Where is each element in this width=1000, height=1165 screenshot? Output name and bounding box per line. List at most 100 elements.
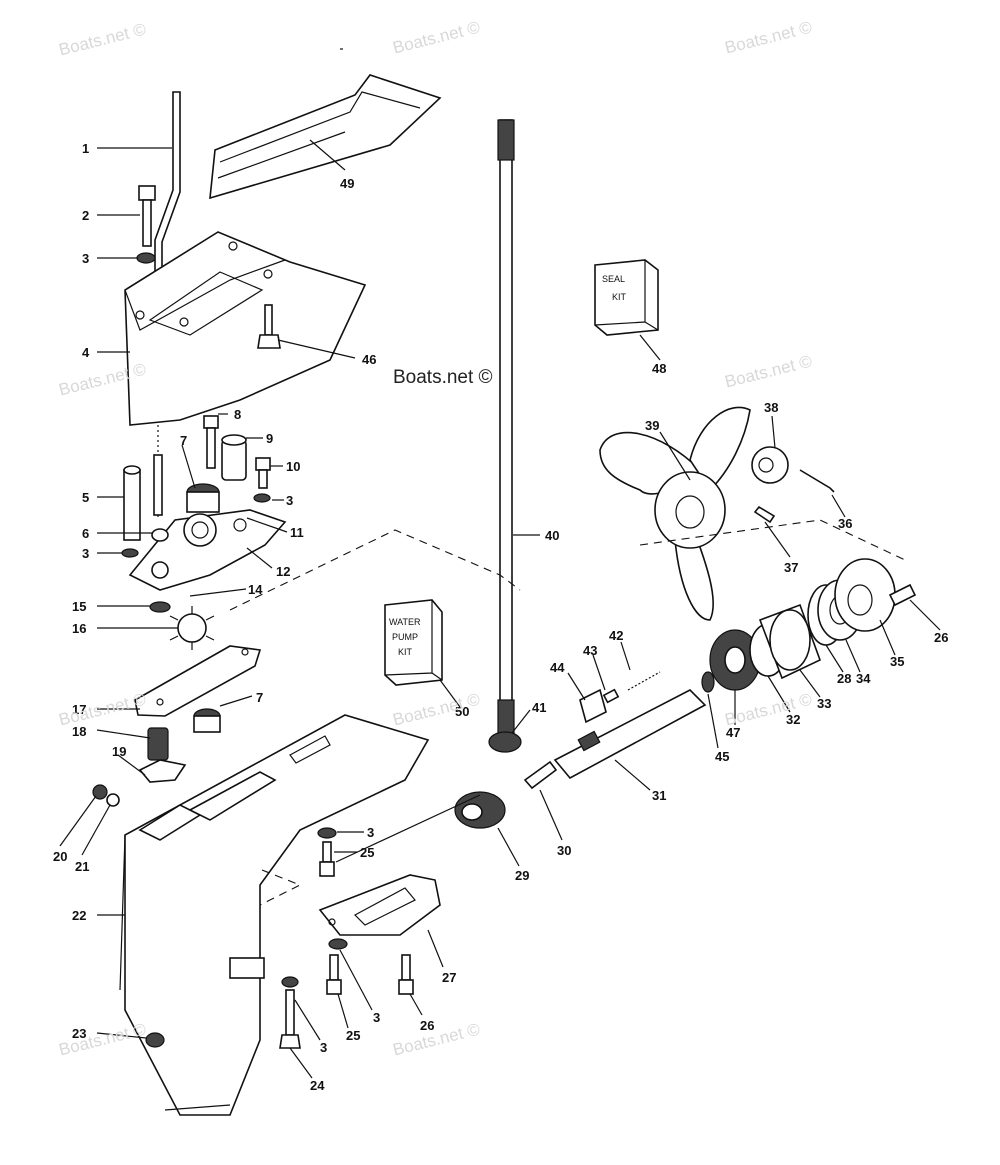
callout-14: 14: [248, 582, 263, 597]
assembly-line-b: [639, 519, 906, 561]
callout-7a: 7: [180, 433, 187, 448]
callout-3c: 3: [82, 546, 89, 561]
callout-7b: 7: [256, 690, 263, 705]
callout-15: 15: [72, 599, 86, 614]
impeller-16: [169, 606, 215, 650]
callout-43: 43: [583, 643, 597, 658]
callout-22: 22: [72, 908, 86, 923]
bolt-8: [203, 415, 219, 469]
drive-shaft-40: [497, 119, 515, 736]
washer-15: [149, 601, 171, 613]
callout-1: 1: [82, 141, 89, 156]
seal-kit-label-2: KIT: [612, 292, 627, 302]
bolt-25a: [319, 841, 335, 877]
callout-5: 5: [82, 490, 89, 505]
prop-nut-38: [751, 446, 789, 484]
pin-30: [523, 760, 558, 790]
callout-38: 38: [764, 400, 778, 415]
callout-3a: 3: [82, 251, 89, 266]
callout-41: 41: [532, 700, 546, 715]
decal-49: [209, 74, 442, 200]
bolt-24: [279, 989, 301, 1049]
gear-housing-22: [119, 714, 430, 1116]
callout-34: 34: [856, 671, 871, 686]
bolt-10: [255, 457, 271, 489]
pump-base-12: [128, 509, 287, 591]
callout-35: 35: [890, 654, 904, 669]
spring-42: [627, 671, 661, 691]
assembly-line-a: [229, 529, 521, 611]
seal-kit-label-1: SEAL: [602, 274, 625, 284]
pin-43: [602, 688, 620, 704]
callout-27: 27: [442, 970, 456, 985]
callout-31: 31: [652, 788, 666, 803]
callout-2: 2: [82, 208, 89, 223]
driveshaft-housing-4: [124, 231, 367, 426]
callout-25b: 25: [346, 1028, 360, 1043]
callout-24: 24: [310, 1078, 325, 1093]
callout-21: 21: [75, 859, 89, 874]
pump-kit-label-2: PUMP: [392, 632, 418, 642]
bolt-2: [138, 185, 156, 247]
washer-21: [106, 793, 120, 807]
callout-16: 16: [72, 621, 86, 636]
callout-40: 40: [545, 528, 559, 543]
nut-20: [92, 784, 108, 800]
callout-37: 37: [784, 560, 798, 575]
carrier-33: [758, 603, 822, 680]
callout-29: 29: [515, 868, 529, 883]
callout-44: 44: [550, 660, 565, 675]
trim-tab-27: [318, 874, 441, 936]
water-pump-kit-50: WATER PUMP KIT: [384, 599, 443, 686]
bolt-26a: [398, 954, 414, 995]
gear-47: [709, 629, 761, 691]
callout-12: 12: [276, 564, 290, 579]
callout-36: 36: [838, 516, 852, 531]
callout-39: 39: [645, 418, 659, 433]
callout-25a: 25: [360, 845, 374, 860]
callout-33: 33: [817, 696, 831, 711]
callout-28: 28: [837, 671, 851, 686]
insert-18: [147, 727, 169, 761]
washer-3a: [136, 252, 156, 264]
callout-50: 50: [455, 704, 469, 719]
washer-3c: [121, 548, 139, 558]
callout-46: 46: [362, 352, 376, 367]
callout-48: 48: [652, 361, 666, 376]
washer-3b: [253, 493, 271, 503]
callout-4: 4: [82, 345, 90, 360]
gasket-17: [134, 645, 262, 717]
washer-6: [151, 528, 169, 542]
clutch-44: [579, 688, 607, 724]
assembly-line-c: [259, 869, 302, 906]
pin-37: [753, 505, 776, 524]
sleeve-9: [221, 434, 247, 481]
seal-19: [138, 759, 187, 783]
callout-11: 11: [290, 525, 304, 540]
callout-26b: 26: [934, 630, 948, 645]
callout-9: 9: [266, 431, 273, 446]
callout-17: 17: [72, 702, 86, 717]
leader-lines: [59, 48, 941, 1079]
callout-47: 47: [726, 725, 740, 740]
callout-3b: 3: [286, 493, 293, 508]
callout-26a: 26: [420, 1018, 434, 1033]
bearing-7b: [193, 708, 221, 733]
watermark-center: Boats.net ©: [393, 367, 493, 388]
washer-3d: [281, 976, 299, 988]
bolt-26b: [888, 583, 917, 607]
pinion-gear-29: [454, 791, 506, 829]
washer-3f: [328, 938, 348, 950]
seal-kit-48: SEAL KIT: [594, 259, 659, 336]
washer-3e: [317, 827, 337, 839]
callout-23: 23: [72, 1026, 86, 1041]
callout-3d: 3: [320, 1040, 327, 1055]
bolt-25b: [326, 954, 342, 995]
callout-42: 42: [609, 628, 623, 643]
propeller-39: [599, 406, 751, 621]
callout-19: 19: [112, 744, 126, 759]
propeller-shaft-31: [553, 689, 707, 780]
callout-8: 8: [234, 407, 241, 422]
callout-20: 20: [53, 849, 67, 864]
